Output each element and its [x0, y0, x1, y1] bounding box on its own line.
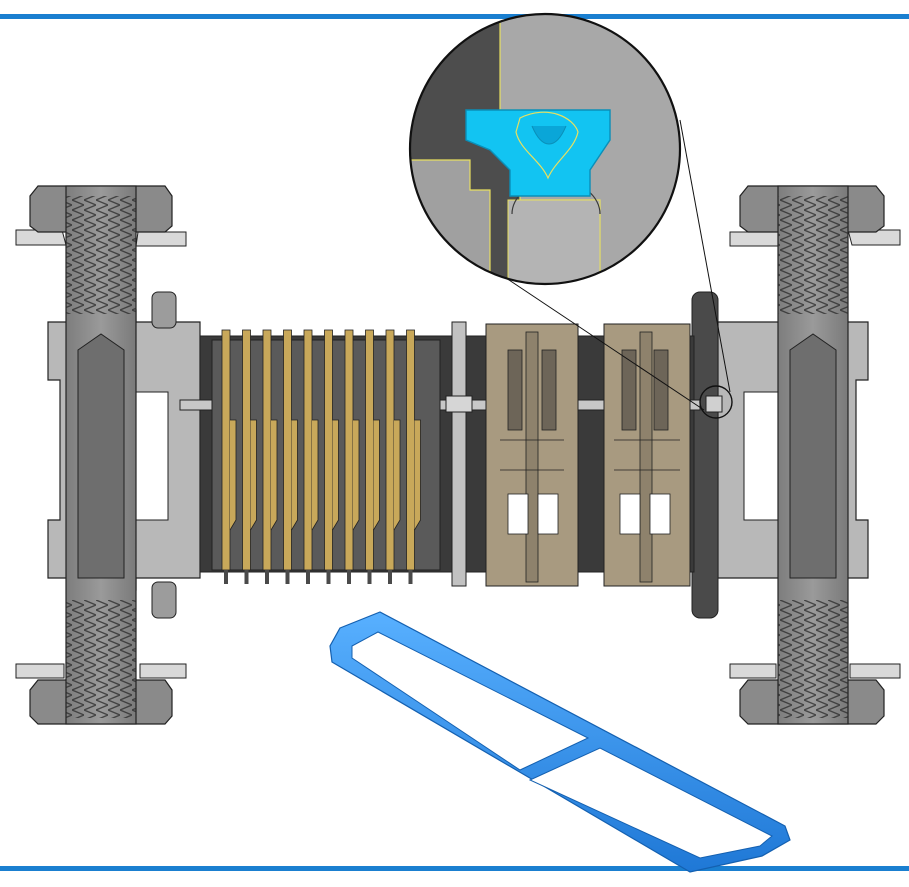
left-clamp-window — [131, 391, 169, 521]
socket-contact-1 — [485, 323, 579, 587]
right-bolt-thread-bottom — [778, 600, 848, 718]
pin-contact — [242, 329, 257, 584]
pin-contacts — [221, 329, 421, 584]
leader-line-lower — [487, 265, 705, 411]
left-dowel-pin-bottom — [151, 581, 177, 619]
right-bolt-thread-top — [778, 196, 848, 314]
top-frame-rule — [0, 14, 909, 19]
pin-contact — [344, 329, 360, 584]
pin-contact — [303, 329, 319, 584]
pin-contact — [221, 329, 237, 584]
left-hardware — [15, 185, 201, 725]
separator-clip — [445, 395, 473, 413]
right-clamp-window — [743, 391, 779, 521]
pin-contact — [262, 329, 278, 584]
magnifier-circle-icon — [408, 12, 682, 286]
leader-line-upper — [679, 119, 731, 393]
pin-contact — [324, 329, 339, 584]
left-dowel-pin-top — [151, 291, 177, 329]
bottom-frame-rule — [0, 866, 909, 871]
detail-callout — [408, 12, 733, 419]
separator-plate — [451, 321, 467, 587]
left-bolt-thread-bottom — [66, 600, 136, 718]
gasket-frame-icon — [329, 611, 791, 873]
right-bolt-core — [789, 333, 837, 579]
gasket-opening-right — [528, 747, 773, 859]
left-bolt-core — [77, 333, 125, 579]
seal-profile — [465, 109, 611, 197]
pin-contact — [365, 329, 380, 584]
left-top-washer — [15, 229, 187, 247]
connector-stack — [179, 321, 701, 587]
pin-contact — [406, 329, 421, 584]
detail-target-circle — [699, 385, 733, 419]
pin-contact — [385, 329, 401, 584]
right-hardware — [691, 185, 901, 725]
left-bottom-washer — [15, 663, 187, 679]
right-bottom-washer — [729, 663, 901, 679]
guide-pin-right — [705, 395, 723, 413]
right-top-washer — [729, 229, 901, 247]
gasket-opening-left — [351, 631, 590, 771]
dark-sealing-plate — [691, 291, 719, 619]
pin-contact — [283, 329, 298, 584]
left-bolt-thread-top — [66, 196, 136, 314]
socket-contact-2 — [603, 323, 691, 587]
